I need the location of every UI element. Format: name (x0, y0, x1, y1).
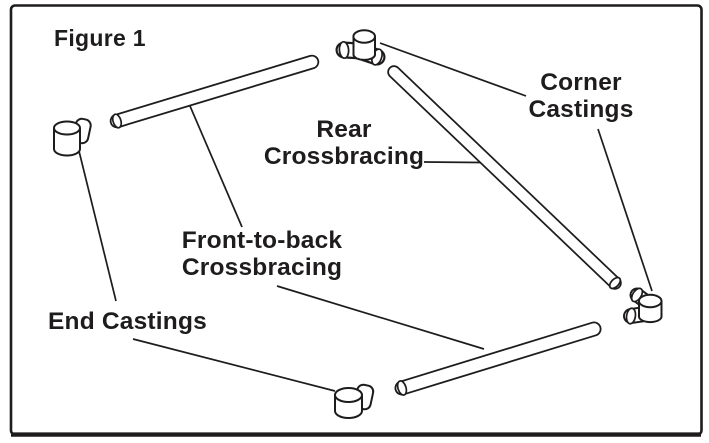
label-rear-crossbracing-line2: Crossbracing (263, 143, 425, 170)
leader-lines (78, 42, 653, 392)
leader-bottom-crossbrace (276, 285, 485, 350)
rear-crossbrace-tube (387, 65, 622, 290)
leader-front-crossbrace (189, 105, 243, 228)
label-rear-crossbracing: Rear Crossbracing (259, 116, 429, 170)
leader-rear-crossbrace (423, 161, 481, 164)
label-corner-castings: Corner Castings (496, 69, 666, 123)
corner-casting-right (623, 287, 663, 325)
label-corner-castings-line1: Corner (540, 69, 622, 96)
figure-title: Figure 1 (54, 25, 146, 51)
label-rear-crossbracing-line1: Rear (316, 116, 372, 143)
label-end-castings: End Castings (48, 308, 207, 335)
label-front-to-back-crossbracing: Front-to-back Crossbracing (176, 227, 348, 281)
crossbrace-tube-bottom (394, 321, 602, 396)
leader-end-casting-bottom (132, 338, 336, 392)
leader-end-casting-left (78, 150, 117, 302)
crossbrace-tube-top-left (109, 54, 320, 129)
corner-casting-top (335, 29, 386, 66)
end-casting-bottom (334, 383, 375, 419)
label-corner-castings-line2: Castings (528, 96, 634, 123)
label-front-to-back-line1: Front-to-back (181, 227, 343, 254)
leader-corner-casting-top (379, 42, 527, 97)
label-front-to-back-line2: Crossbracing (181, 254, 343, 281)
figure-border (9, 4, 703, 437)
leader-corner-casting-right (597, 128, 653, 292)
end-casting-left (53, 117, 92, 157)
